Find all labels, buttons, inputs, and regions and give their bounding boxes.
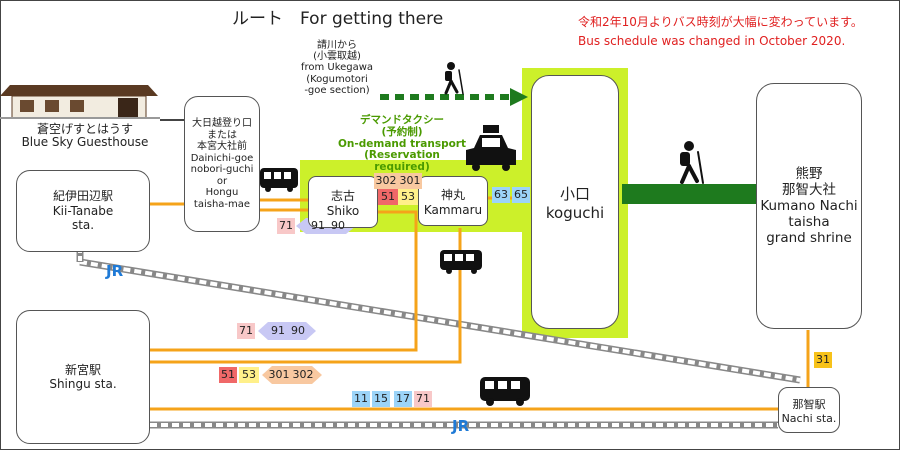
badge-91-lower: 91 [271, 324, 285, 337]
badge-71-nachi: 71 [414, 391, 432, 407]
badge-31: 31 [814, 352, 832, 368]
walk-route [622, 184, 758, 204]
notice-ja: 令和2年10月よりバス時刻が大幅に変わっています。 [578, 15, 863, 29]
bus-icon-nachi [480, 377, 530, 406]
badge-53: 53 [398, 189, 418, 205]
bus-icon [260, 168, 298, 192]
badge-90-upper: 90 [331, 219, 345, 232]
hiker-icon-large [680, 141, 704, 184]
bus-icon-kammaru [440, 250, 482, 274]
notice-en: Bus schedule was changed in October 2020… [578, 34, 846, 48]
arrow-badge-301-302 [262, 366, 322, 384]
jr-rail-upper [76, 248, 801, 384]
guesthouse-icon [0, 85, 160, 119]
badge-11: 11 [352, 391, 370, 407]
badge-301: 301 [398, 173, 422, 189]
badge-91-upper: 91 [311, 219, 325, 232]
badge-90-lower: 90 [291, 324, 305, 337]
hiker-icon [444, 62, 464, 95]
jr-label-upper: JR [106, 262, 124, 280]
taxi-label: デマンドタクシー(予約制)On-demand transport(Reserva… [338, 114, 467, 173]
ukegawa-label: 請川から(小雲取越)from Ukegawa(Kogumotori-goe se… [300, 40, 374, 96]
badge-71-upper: 71 [277, 218, 295, 234]
badge-71-lower: 71 [237, 323, 255, 339]
badge-51: 51 [378, 189, 398, 205]
badge-63: 63 [492, 187, 510, 203]
taxi-icon [466, 125, 516, 171]
badge-301-lower: 301 [268, 368, 290, 381]
badge-65: 65 [512, 187, 530, 203]
badge-51-lower: 51 [219, 367, 237, 383]
jr-label-lower: JR [452, 417, 470, 435]
page-title: ルート For getting there [232, 9, 444, 29]
ukegawa-arrow [380, 88, 528, 106]
badge-17: 17 [394, 391, 412, 407]
badge-302: 302 [374, 173, 398, 189]
arrow-badge-lower [258, 322, 316, 340]
badge-15: 15 [372, 391, 390, 407]
badge-53-lower: 53 [239, 367, 259, 383]
badge-302-lower: 302 [292, 368, 314, 381]
